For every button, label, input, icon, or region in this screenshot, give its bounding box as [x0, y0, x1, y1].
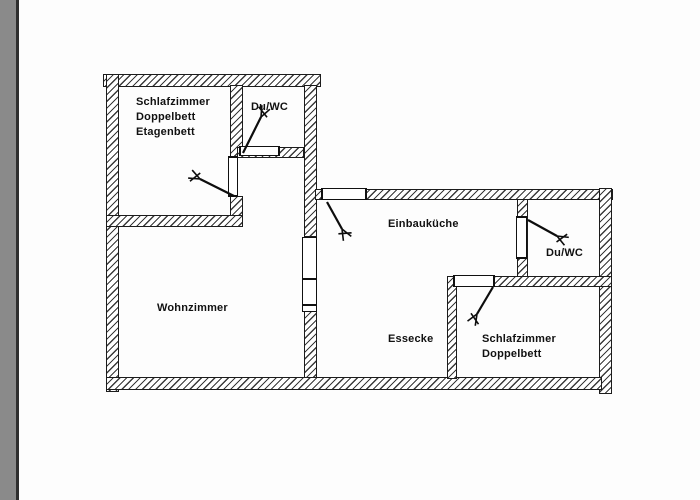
room-label-einbaukueche: Einbauküche [388, 217, 459, 232]
wall-east-exterior [599, 188, 612, 394]
room-label-duwc-top: Du/WC [251, 100, 288, 115]
wall-north-right-section [315, 189, 613, 200]
wall-schlafzimmer-top-south [106, 215, 243, 227]
window-wohnzimmer-essecke [302, 237, 317, 312]
room-label-line: Schlafzimmer [482, 333, 556, 345]
wall-schlafzimmer-bottom-west [447, 276, 457, 379]
room-label-line: Schlafzimmer [136, 96, 210, 108]
wall-hall-partition-upper [304, 85, 317, 237]
room-label-line: Einbauküche [388, 218, 459, 230]
door-leaf-duwc-top [239, 146, 280, 156]
window-divider [303, 304, 316, 306]
left-gutter-bar [0, 0, 19, 500]
room-label-wohnzimmer: Wohnzimmer [157, 301, 228, 316]
room-label-duwc-right: Du/WC [546, 246, 583, 261]
room-label-line: Essecke [388, 333, 434, 345]
door-swing-arrow-schlafzimmer-bottom [467, 286, 494, 326]
door-swing-arrow-duwc-right [527, 219, 569, 246]
wall-west-exterior [106, 74, 119, 392]
door-leaf-schlafzimmer-top [228, 156, 238, 197]
room-label-line: Etagenbett [136, 126, 195, 138]
room-label-line: Du/WC [546, 247, 584, 259]
room-label-line: Doppelbett [482, 348, 542, 360]
room-label-schlafzimmer-bottom: Schlafzimmer Doppelbett [482, 332, 556, 362]
door-swing-arrow-entrance-kitchen [326, 201, 352, 241]
room-label-line: Doppelbett [136, 111, 196, 123]
door-leaf-entrance-kitchen [321, 188, 367, 200]
window-divider [303, 278, 316, 280]
wall-south-exterior [106, 377, 602, 390]
door-leaf-schlafzimmer-bottom [453, 275, 495, 287]
wall-wohnzimmer-partition-lower [304, 311, 317, 379]
wall-north-upper-section [103, 74, 321, 87]
door-leaf-duwc-right [516, 216, 527, 259]
room-label-line: Du/WC [251, 101, 289, 113]
room-label-line: Wohnzimmer [157, 302, 228, 314]
room-label-schlafzimmer-top: Schlafzimmer Doppelbett Etagenbett [136, 95, 210, 140]
room-label-essecke: Essecke [388, 332, 433, 347]
